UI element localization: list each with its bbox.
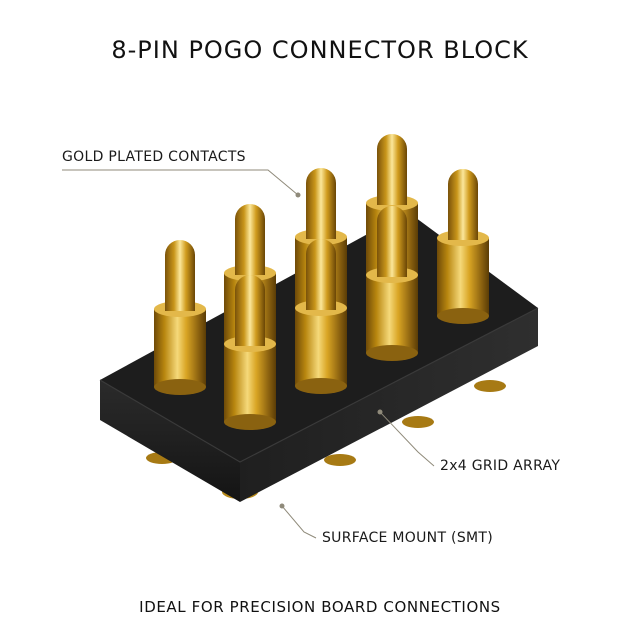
contacts-leader-dot (295, 192, 301, 198)
surface-mount-label: SURFACE MOUNT (SMT) (322, 530, 493, 546)
mount-leader-dot (279, 503, 285, 509)
grid-leader-dot (377, 409, 383, 415)
contacts-leader-line (62, 169, 299, 196)
pin (154, 240, 206, 395)
grid-array-label: 2x4 GRID ARRAY (440, 458, 561, 474)
gold-contacts-label: GOLD PLATED CONTACTS (62, 149, 246, 165)
mount-leader-line (281, 505, 317, 539)
footer-tagline: IDEAL FOR PRECISION BOARD CONNECTIONS (139, 598, 501, 616)
pin (224, 275, 276, 430)
grid-leader-line (379, 411, 435, 467)
callout-leaders (62, 169, 435, 539)
page-title: 8-PIN POGO CONNECTOR BLOCK (111, 36, 529, 64)
pin (366, 206, 418, 361)
pin (437, 169, 489, 324)
pin (295, 239, 347, 394)
